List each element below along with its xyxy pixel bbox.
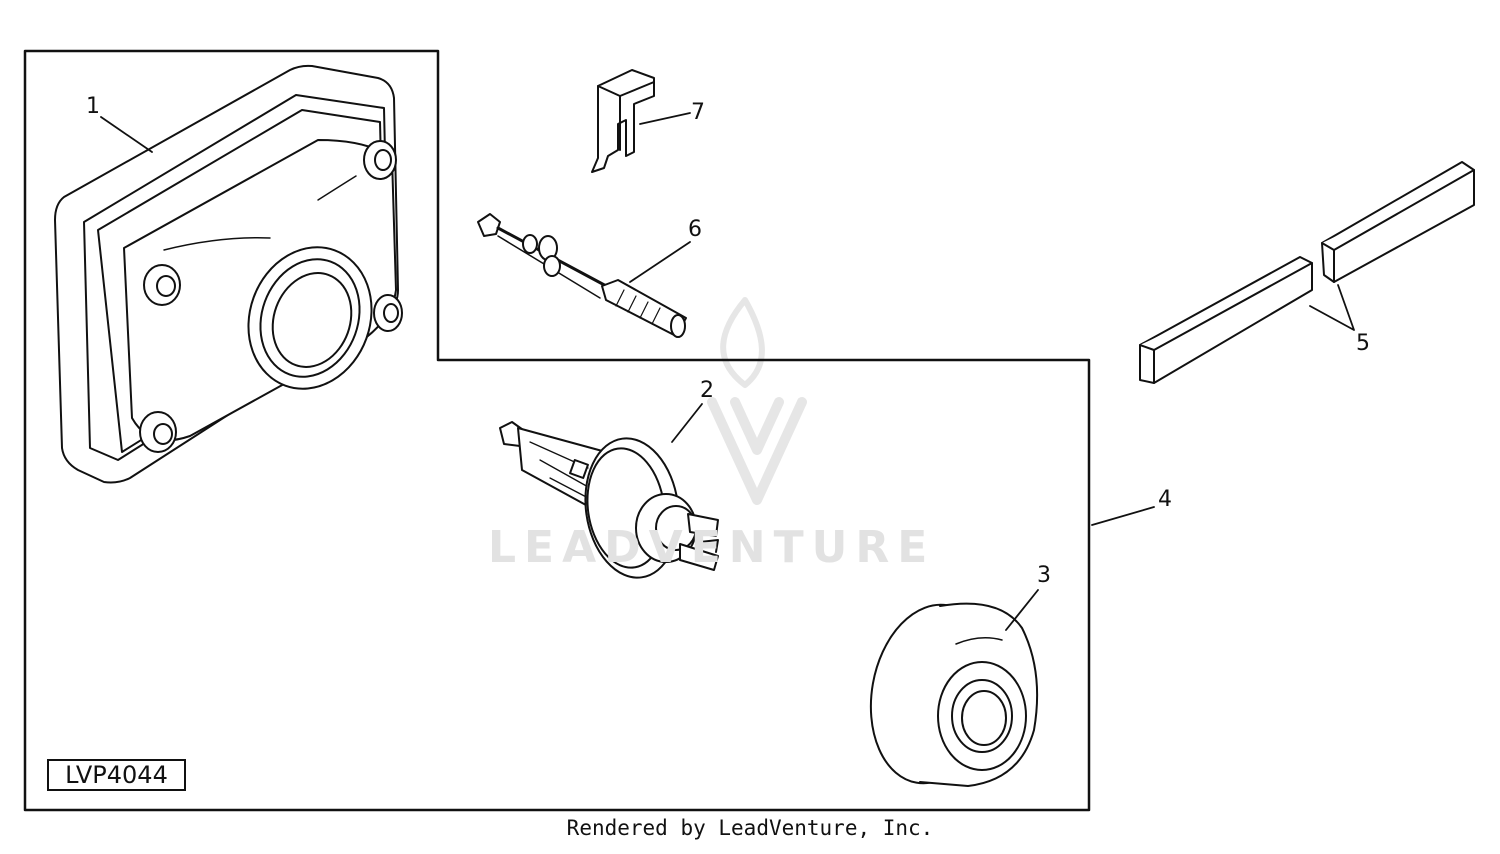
callout-5: 5 <box>1356 331 1370 356</box>
socket-cap-drawing <box>869 602 1039 787</box>
watermark-logo <box>707 297 807 505</box>
leader-7 <box>639 112 691 125</box>
leader-lines <box>100 112 1355 631</box>
callout-2: 2 <box>700 378 714 403</box>
adjuster-screw-drawing <box>477 213 687 338</box>
assembly-outline <box>23 49 1091 812</box>
headlight-housing-drawing <box>54 64 403 484</box>
callout-7: 7 <box>691 100 705 125</box>
callout-6: 6 <box>688 217 702 242</box>
callout-1: 1 <box>86 94 100 119</box>
footer-credit: Rendered by LeadVenture, Inc. <box>566 816 934 840</box>
leader-3 <box>1005 589 1039 631</box>
halogen-bulb-drawing <box>499 421 719 579</box>
leader-4 <box>1091 506 1155 526</box>
callout-4: 4 <box>1158 487 1172 512</box>
leader-6 <box>629 241 691 283</box>
watermark-text: LEADVENTURE <box>488 522 936 573</box>
foam-strips-drawing <box>1139 161 1475 384</box>
leader-5 <box>1309 284 1355 331</box>
diagram-id-label: LVP4044 <box>47 759 186 791</box>
callout-3: 3 <box>1037 563 1051 588</box>
leader-2 <box>671 403 703 443</box>
spring-clip-drawing <box>591 69 655 173</box>
leader-1 <box>100 116 153 153</box>
